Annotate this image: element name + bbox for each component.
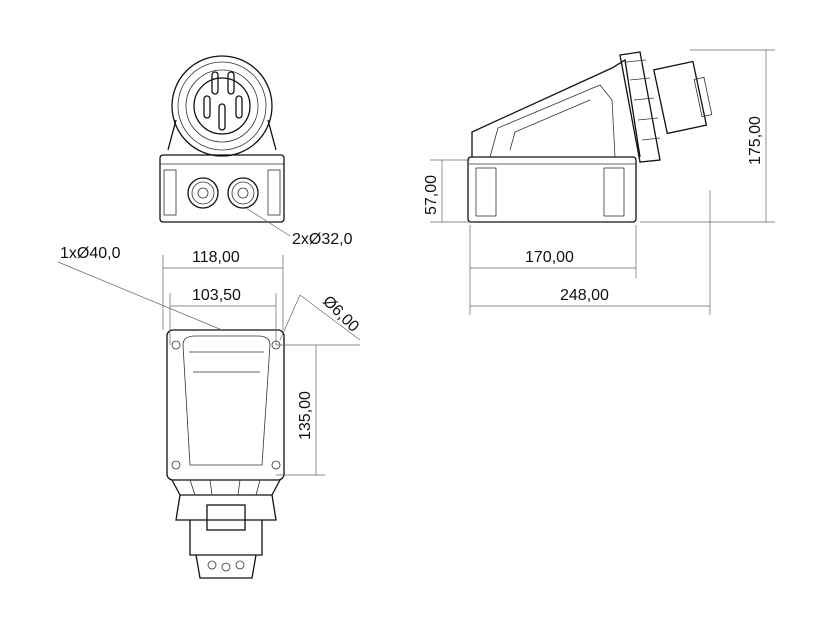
- dim-total-length: 248,00: [560, 287, 609, 304]
- dim-width-outer: 118,00: [192, 249, 240, 266]
- dim-width-holes: 103,50: [192, 287, 241, 304]
- dim-cable-entry-large: 1xØ40,0: [60, 245, 121, 262]
- dim-height-holes: 135,00: [297, 391, 314, 440]
- dim-cable-entry-small: 2xØ32,0: [292, 231, 353, 248]
- dim-total-height: 175,00: [747, 116, 764, 165]
- dimension-lines: [57, 49, 775, 476]
- side-view: [467, 51, 713, 223]
- dim-base-length: 170,00: [525, 249, 574, 266]
- dim-base-height: 57,00: [423, 175, 440, 215]
- front-view: [159, 55, 285, 223]
- bottom-view: [166, 329, 285, 579]
